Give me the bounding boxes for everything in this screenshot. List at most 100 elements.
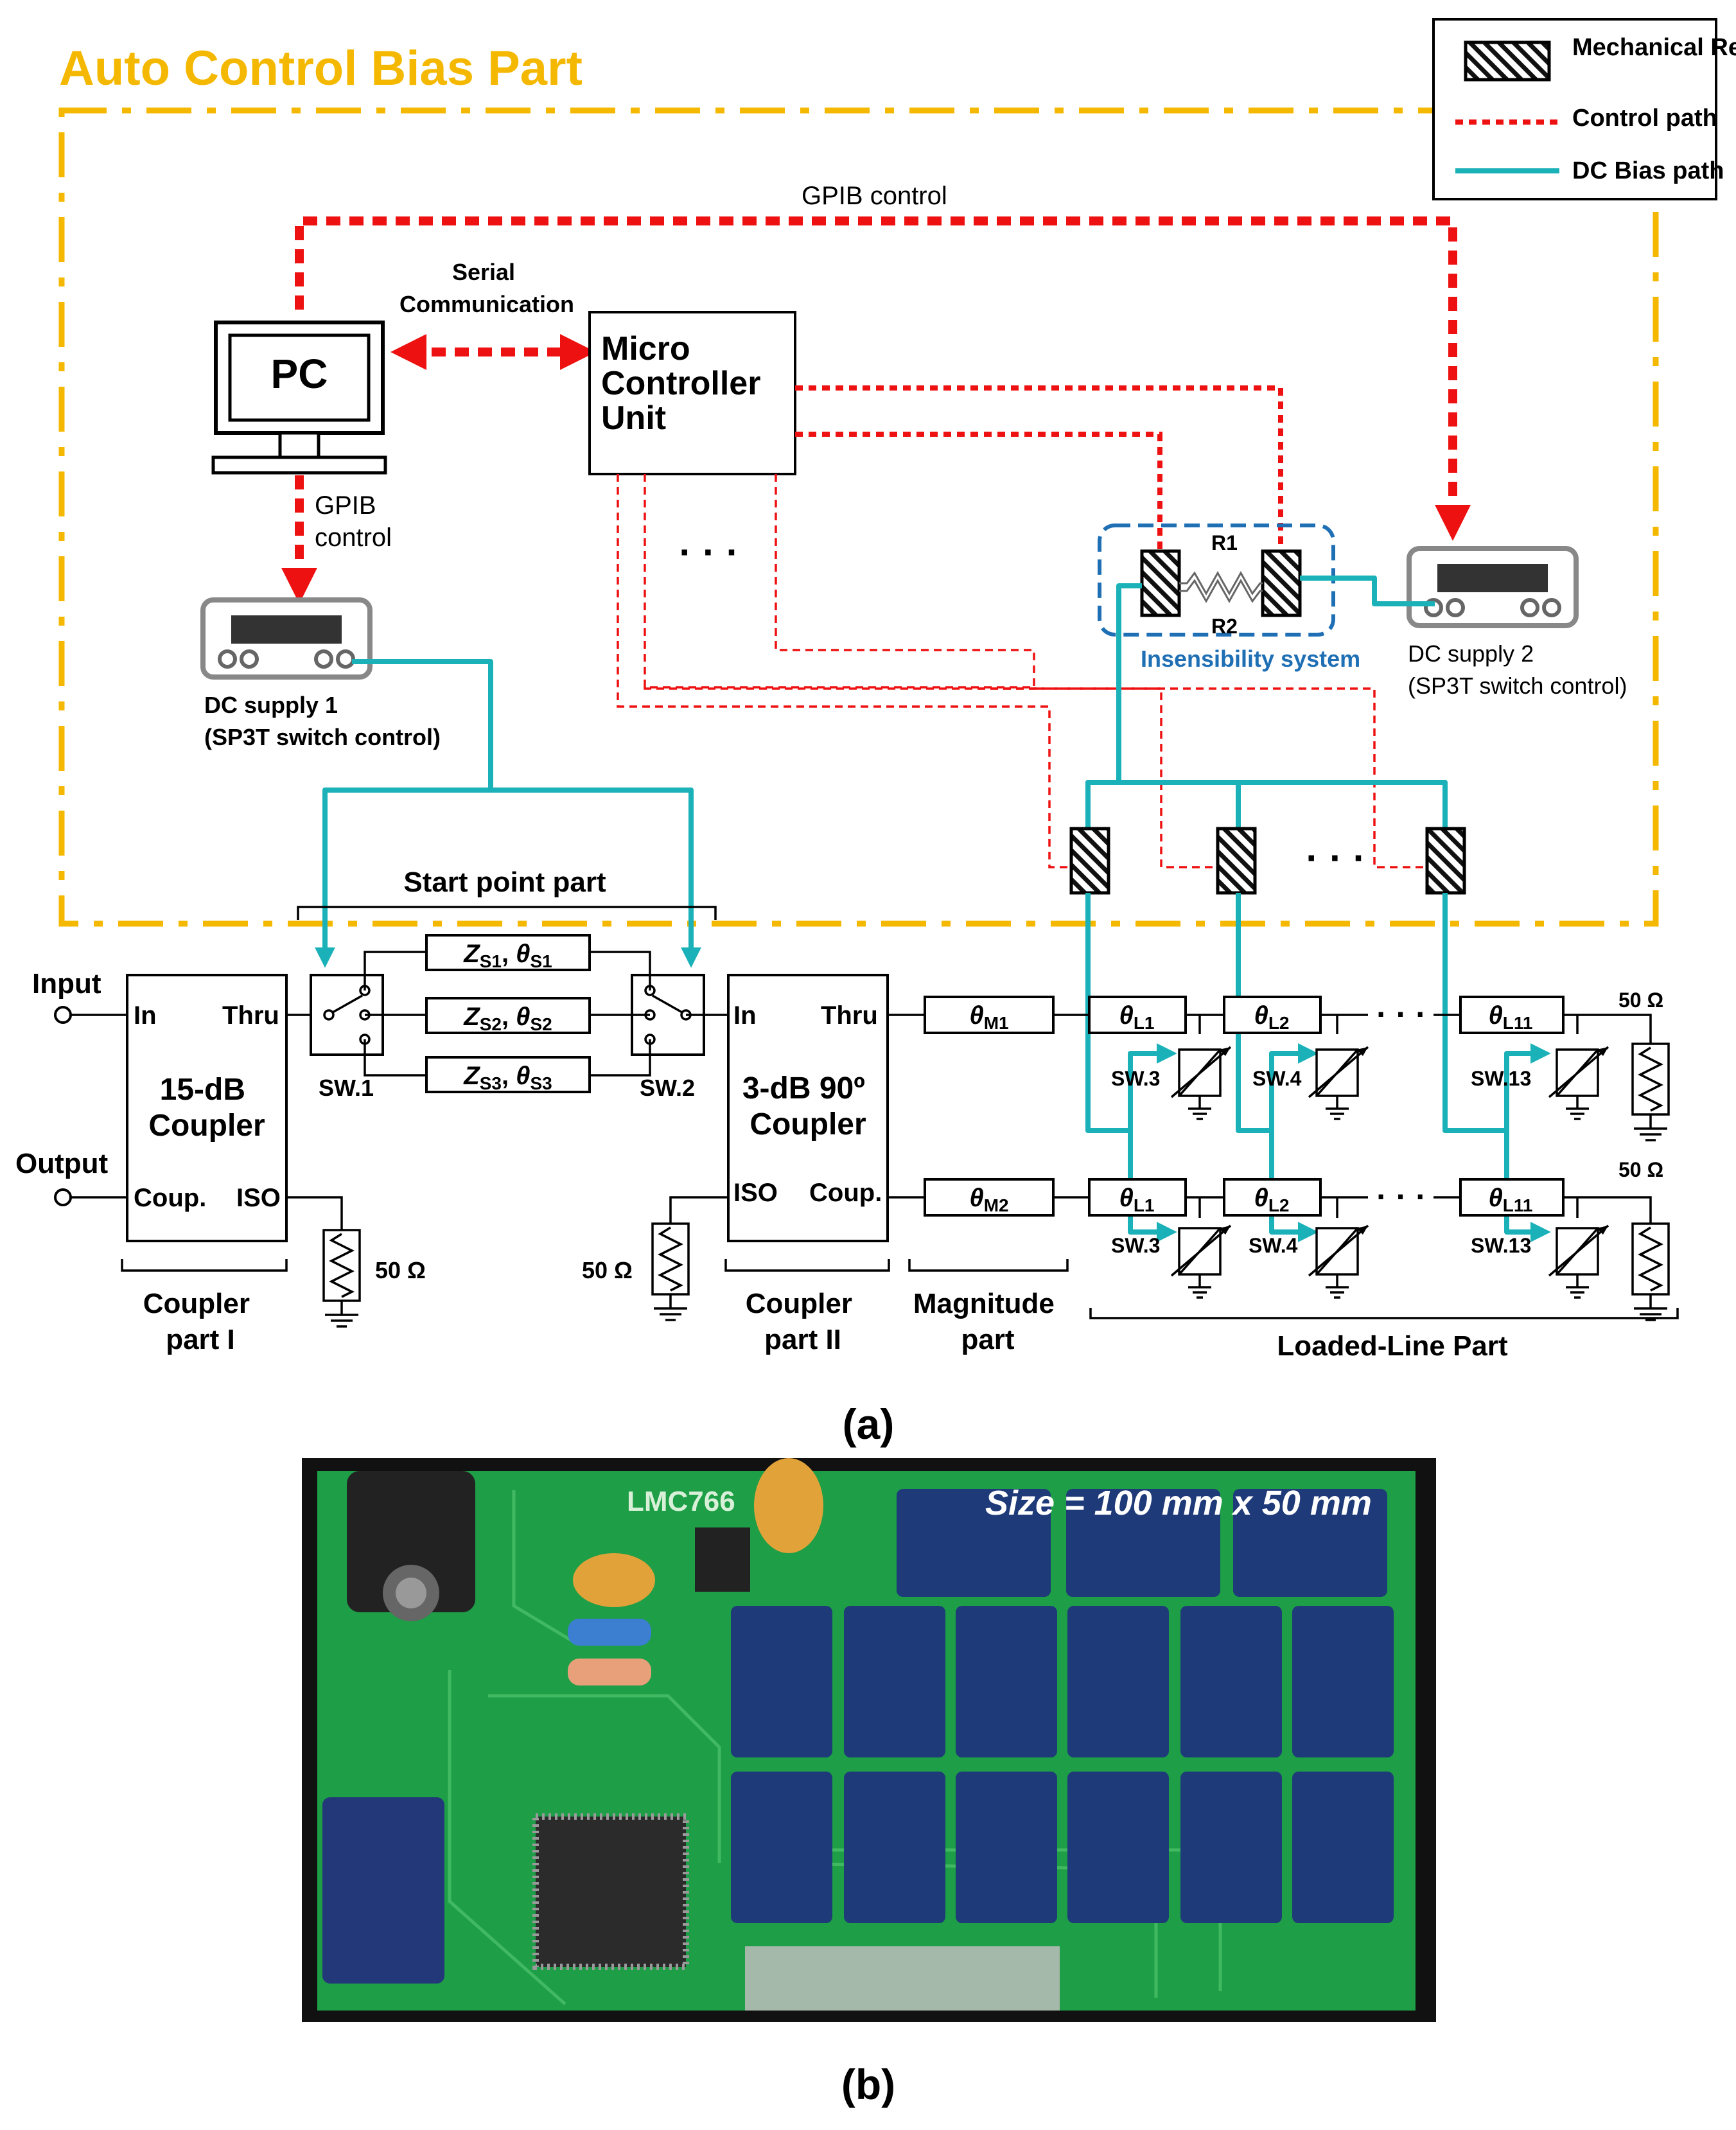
dc-bias-path-relay3-lower	[1504, 1053, 1551, 1242]
loaded-line-relay-1	[1069, 827, 1110, 895]
termination-50ohm-3	[1631, 1033, 1670, 1141]
coupler2-coup: Coup.	[809, 1179, 882, 1207]
theta-l2-top-label: θL2	[1254, 1001, 1290, 1033]
gpib-control-left-label: GPIB control	[315, 491, 392, 552]
termination-50ohm-1	[322, 1219, 361, 1328]
op-amp-chip	[695, 1527, 750, 1592]
dc-supply-1-label: DC supply 1 (SP3T switch control)	[204, 692, 441, 750]
termination-50ohm-4	[1631, 1213, 1670, 1321]
stub-s3	[425, 1056, 591, 1093]
dc-bias-path-insensibility	[1116, 583, 1142, 782]
sw1-label: SW.1	[319, 1075, 374, 1101]
varactor-sw4-bottom	[1308, 1224, 1369, 1299]
dc-bias-path-relay2-lower	[1269, 1053, 1319, 1242]
theta-m1-label: θM1	[969, 1001, 1008, 1033]
resistor-blue	[568, 1619, 651, 1646]
bracket-magnitude	[908, 1259, 1069, 1272]
loaded-line-relay-3	[1425, 827, 1466, 895]
output-label: Output	[15, 1148, 109, 1179]
auto-control-bias-region	[58, 107, 1659, 927]
small-relay	[322, 1797, 444, 1984]
r1-label: R1	[1211, 531, 1238, 554]
coupler-15db	[126, 974, 288, 1242]
mcu-control-path-relay2	[644, 474, 1037, 690]
theta-l11-bottom-label: θL11	[1488, 1184, 1532, 1215]
dc-bias-path-supply2	[1300, 576, 1435, 606]
relay-dots: · · ·	[1306, 836, 1365, 879]
mcu-control-path-relay2b	[775, 474, 1218, 868]
bracket-coupler1	[121, 1259, 288, 1272]
varactor-sw13-bottom	[1548, 1224, 1609, 1299]
mcu-control-path-r-left	[795, 432, 1162, 552]
relay-top-1	[897, 1489, 1051, 1597]
stub-s2	[425, 997, 591, 1034]
ohm-label-3: 50 Ω	[1618, 989, 1663, 1012]
theta-l11-top-label: θL11	[1488, 1001, 1532, 1033]
dc-bias-path-supply1	[352, 659, 493, 790]
coupler1-thru: Thru	[222, 1001, 279, 1030]
coupler2-name: 3-dB 90º Coupler	[742, 1071, 873, 1141]
mcu-control-path-relay1	[617, 474, 1071, 868]
gpib-control-path-top	[295, 216, 1471, 541]
bracket-loaded-line	[1089, 1308, 1679, 1319]
varactor-sw4-top	[1308, 1046, 1369, 1120]
loaded-bottom-dots: · · ·	[1376, 1179, 1426, 1215]
auto-control-bias-title: Auto Control Bias Part	[59, 41, 583, 96]
r2-label: R2	[1211, 615, 1238, 638]
stub-s2-label: ZS2, θS2	[463, 1003, 552, 1034]
theta-l2-bottom-label: θL2	[1254, 1184, 1290, 1215]
theta-m2-label: θM2	[969, 1184, 1008, 1215]
dc-supply-2-label: DC supply 2 (SP3T switch control)	[1408, 640, 1627, 699]
mcu-label: Micro Controller Unit	[601, 330, 770, 437]
serial-communication-label: Serial Communication	[399, 259, 574, 317]
coupler2-in: In	[733, 1001, 757, 1030]
insensibility-relay-right	[1261, 549, 1302, 617]
theta-m1	[924, 996, 1055, 1034]
theta-l1-top-label: θL1	[1119, 1001, 1155, 1033]
insensibility-system-label: Insensibility system	[1141, 646, 1360, 672]
theta-l1-bottom-label: θL1	[1119, 1184, 1155, 1215]
legend: Mechanical Relay Control path DC Bias pa…	[1432, 18, 1736, 200]
loaded-line-relay-2	[1216, 827, 1257, 895]
sw4-top-label: SW.4	[1252, 1067, 1302, 1090]
coupler1-iso: ISO	[236, 1184, 281, 1212]
stub-s1-label: ZS1, θS1	[463, 940, 552, 971]
input-port	[54, 1006, 72, 1024]
stub-s1	[425, 934, 591, 971]
micro-controller-unit	[588, 311, 796, 475]
dc-jack	[347, 1471, 475, 1612]
panel-a: Auto Control Bias Part Mechanical Relay …	[15, 18, 1736, 1448]
mcu-dots: · · ·	[679, 531, 739, 574]
sw3-top-label: SW.3	[1111, 1067, 1160, 1090]
insensibility-relay-left	[1140, 549, 1181, 617]
dc-bias-path-sw2	[491, 788, 701, 968]
theta-l11-bottom	[1459, 1178, 1565, 1217]
theta-l11-top	[1459, 996, 1565, 1034]
termination-50ohm-2	[651, 1213, 690, 1321]
input-label: Input	[32, 968, 101, 999]
mcu-control-path-relay3	[644, 687, 1427, 868]
gpib-control-top-label: GPIB control	[802, 182, 947, 210]
legend-control-label: Control path	[1572, 105, 1717, 132]
dc-bias-bus	[1085, 780, 1448, 835]
loaded-top-dots: · · ·	[1376, 996, 1426, 1032]
coupler2-iso: ISO	[733, 1179, 778, 1207]
dc-bias-path-relay1-lower	[1128, 1053, 1177, 1242]
bracket-coupler2	[724, 1259, 890, 1272]
output-port	[54, 1188, 72, 1206]
theta-l1-top	[1088, 996, 1187, 1034]
dc-supply-1	[203, 600, 370, 677]
header-pins	[745, 1946, 1060, 2011]
part-magnitude-label: Magnitude part	[913, 1288, 1062, 1355]
relay-grid	[731, 1606, 1394, 1923]
panel-b-photo: LMC766 Size = 100 mm x 50 mm (b)	[302, 1458, 1436, 2108]
theta-m2	[924, 1178, 1055, 1217]
part-loaded-line-label: Loaded-Line Part	[1277, 1330, 1508, 1362]
sw13-top-label: SW.13	[1471, 1067, 1531, 1090]
coupler1-name: 15-dB Coupler	[148, 1073, 265, 1143]
coupler1-coup: Coup.	[134, 1184, 206, 1212]
start-point-bracket	[297, 906, 717, 920]
relay-top-3	[1233, 1489, 1387, 1597]
sw2-label: SW.2	[640, 1075, 695, 1101]
